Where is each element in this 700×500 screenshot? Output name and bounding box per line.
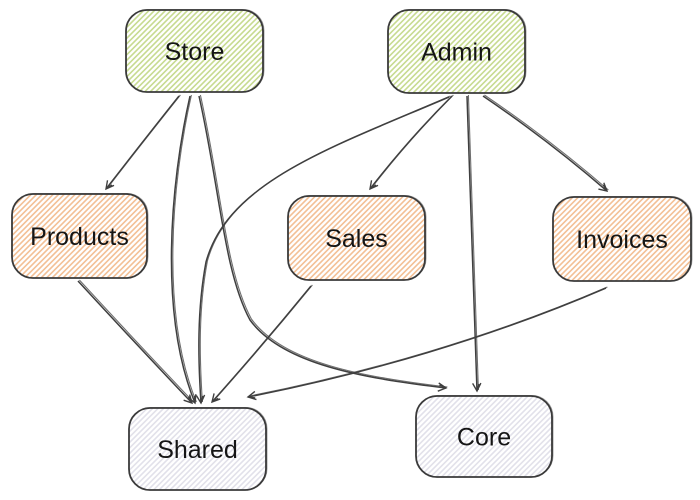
edge-admin-core	[466, 95, 482, 393]
edge-sketch-admin-sales	[370, 94, 454, 189]
edge-admin-sales	[369, 95, 453, 191]
edge-admin-shared	[195, 96, 450, 405]
edge-sales-shared	[211, 285, 312, 404]
node-label-core: Core	[457, 424, 511, 452]
node-box-admin	[387, 9, 526, 94]
edge-store-core	[198, 95, 448, 392]
node-box-products	[11, 193, 148, 279]
edge-store-products	[105, 95, 180, 191]
node-label-shared: Shared	[157, 436, 238, 464]
node-box-shared	[128, 407, 267, 491]
node-invoices: Invoices	[552, 196, 693, 282]
node-label-products: Products	[30, 223, 129, 251]
edges-layer	[77, 94, 609, 405]
node-store: Store	[125, 9, 265, 93]
edge-sketch-store-core	[199, 94, 448, 388]
node-shared: Shared	[128, 407, 268, 491]
node-products: Products	[11, 193, 149, 279]
node-label-store: Store	[165, 38, 225, 66]
edge-sketch-products-shared	[78, 279, 194, 403]
edge-products-shared	[77, 280, 194, 405]
node-box-store	[125, 9, 264, 93]
node-core: Core	[415, 395, 554, 478]
node-box-core	[415, 395, 553, 478]
node-box-sales	[287, 195, 426, 281]
node-sales: Sales	[287, 195, 427, 281]
edge-sketch-admin-core	[467, 94, 479, 391]
edge-invoices-shared	[246, 287, 607, 401]
edge-sketch-store-shared	[172, 94, 197, 403]
node-admin: Admin	[387, 9, 527, 94]
edge-store-shared	[170, 95, 197, 405]
edge-sketch-invoices-shared	[249, 286, 608, 397]
node-label-admin: Admin	[421, 39, 492, 67]
edge-admin-invoices	[482, 95, 609, 192]
node-label-sales: Sales	[325, 225, 388, 253]
edge-sketch-admin-invoices	[484, 94, 609, 191]
node-box-invoices	[552, 196, 692, 282]
node-label-invoices: Invoices	[576, 226, 668, 254]
